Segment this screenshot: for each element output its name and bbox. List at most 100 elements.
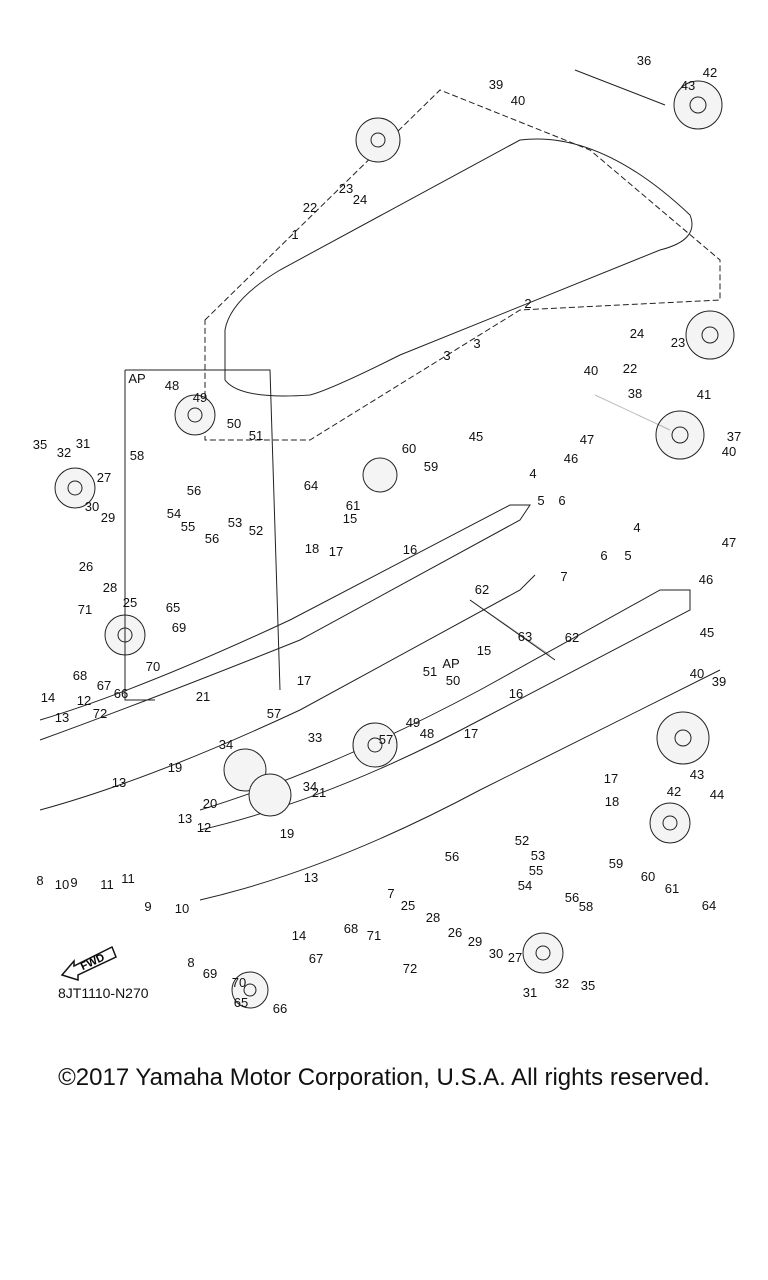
callout-label: 31 bbox=[76, 436, 90, 451]
callout-label: 37 bbox=[727, 429, 741, 444]
callout-label: 29 bbox=[101, 510, 115, 525]
callout-label: 57 bbox=[267, 706, 281, 721]
callout-label: 31 bbox=[523, 985, 537, 1000]
callout-label: 72 bbox=[93, 706, 107, 721]
callout-label: 51 bbox=[249, 428, 263, 443]
callout-label: 9 bbox=[144, 899, 151, 914]
callout-label: 53 bbox=[228, 515, 242, 530]
callout-label: 17 bbox=[329, 544, 343, 559]
callout-label: 17 bbox=[604, 771, 618, 786]
callout-label: 18 bbox=[605, 794, 619, 809]
callout-label: 45 bbox=[700, 625, 714, 640]
callout-label: 26 bbox=[448, 925, 462, 940]
callout-label: 17 bbox=[464, 726, 478, 741]
callout-label: 45 bbox=[469, 429, 483, 444]
callout-label: 47 bbox=[580, 432, 594, 447]
callout-label: 6 bbox=[600, 548, 607, 563]
callout-label: 13 bbox=[55, 710, 69, 725]
callout-label: 27 bbox=[508, 950, 522, 965]
callout-label: 39 bbox=[712, 674, 726, 689]
callout-label: 28 bbox=[103, 580, 117, 595]
callout-label: 34 bbox=[303, 779, 317, 794]
callout-label: 4 bbox=[633, 520, 640, 535]
callout-label: 49 bbox=[193, 390, 207, 405]
callout-label: 42 bbox=[703, 65, 717, 80]
callout-label: 59 bbox=[424, 459, 438, 474]
callout-label: 3 bbox=[443, 348, 450, 363]
callout-label: 46 bbox=[564, 451, 578, 466]
callout-label: 70 bbox=[232, 975, 246, 990]
callout-label: 1 bbox=[291, 227, 298, 242]
callout-label: 32 bbox=[57, 445, 71, 460]
callout-label: 41 bbox=[697, 387, 711, 402]
callout-label: 44 bbox=[710, 787, 724, 802]
callout-label: 42 bbox=[667, 784, 681, 799]
callout-label: 56 bbox=[445, 849, 459, 864]
wheels bbox=[54, 80, 735, 1009]
callout-label: 50 bbox=[446, 673, 460, 688]
callout-label: 55 bbox=[181, 519, 195, 534]
callout-label: 52 bbox=[249, 523, 263, 538]
callout-label: 40 bbox=[690, 666, 704, 681]
callout-label: 13 bbox=[112, 775, 126, 790]
callout-label: 57 bbox=[379, 732, 393, 747]
callout-label: 33 bbox=[308, 730, 322, 745]
callout-label: 23 bbox=[671, 335, 685, 350]
forward-arrow-icon: FWD bbox=[60, 935, 120, 986]
callout-label: 61 bbox=[346, 498, 360, 513]
callout-label: 9 bbox=[70, 875, 77, 890]
callout-label: 67 bbox=[309, 951, 323, 966]
callout-label: 21 bbox=[196, 689, 210, 704]
callout-label: 3 bbox=[473, 336, 480, 351]
callout-label: 58 bbox=[579, 899, 593, 914]
callout-label: 8 bbox=[36, 873, 43, 888]
callout-label: 38 bbox=[628, 386, 642, 401]
callout-label: 5 bbox=[537, 493, 544, 508]
callout-label: 8 bbox=[187, 955, 194, 970]
callout-label: AP bbox=[442, 656, 459, 671]
callout-label: 6 bbox=[558, 493, 565, 508]
callout-label: 56 bbox=[205, 531, 219, 546]
callout-label: 63 bbox=[518, 629, 532, 644]
callout-label: 19 bbox=[280, 826, 294, 841]
callout-label: 53 bbox=[531, 848, 545, 863]
callout-label: 23 bbox=[339, 181, 353, 196]
callout-label: 48 bbox=[420, 726, 434, 741]
callout-label: 40 bbox=[722, 444, 736, 459]
callout-label: 68 bbox=[73, 668, 87, 683]
callout-label: 17 bbox=[297, 673, 311, 688]
slide-rails bbox=[39, 504, 721, 901]
callout-label: 54 bbox=[167, 506, 181, 521]
callout-label: 48 bbox=[165, 378, 179, 393]
callout-label: 10 bbox=[175, 901, 189, 916]
ap-box bbox=[124, 369, 281, 701]
callout-label: 43 bbox=[681, 78, 695, 93]
callout-label: 5 bbox=[624, 548, 631, 563]
callout-label: 65 bbox=[234, 995, 248, 1010]
callout-label: 11 bbox=[121, 871, 135, 886]
copyright-notice: ©2017 Yamaha Motor Corporation, U.S.A. A… bbox=[58, 1064, 710, 1091]
callout-label: 2 bbox=[524, 296, 531, 311]
callout-label: 40 bbox=[584, 363, 598, 378]
callout-label: 15 bbox=[477, 643, 491, 658]
callout-label: 13 bbox=[304, 870, 318, 885]
callout-label: 4 bbox=[529, 466, 536, 481]
callout-label: 10 bbox=[55, 877, 69, 892]
callout-label: 69 bbox=[203, 966, 217, 981]
callout-label: 12 bbox=[197, 820, 211, 835]
callout-label: 64 bbox=[304, 478, 318, 493]
callout-label: 52 bbox=[515, 833, 529, 848]
callout-label: 66 bbox=[114, 686, 128, 701]
callout-label: 15 bbox=[343, 511, 357, 526]
callout-label: 35 bbox=[581, 978, 595, 993]
callout-label: 39 bbox=[489, 77, 503, 92]
fwd-label: FWD bbox=[79, 952, 107, 973]
callout-label: 14 bbox=[41, 690, 55, 705]
callout-label: 30 bbox=[85, 499, 99, 514]
drawing-code: 8JT1110-N270 bbox=[58, 985, 149, 1001]
callout-label: 62 bbox=[565, 630, 579, 645]
callout-label: 24 bbox=[630, 326, 644, 341]
callout-label: 67 bbox=[97, 678, 111, 693]
callout-label: 18 bbox=[305, 541, 319, 556]
